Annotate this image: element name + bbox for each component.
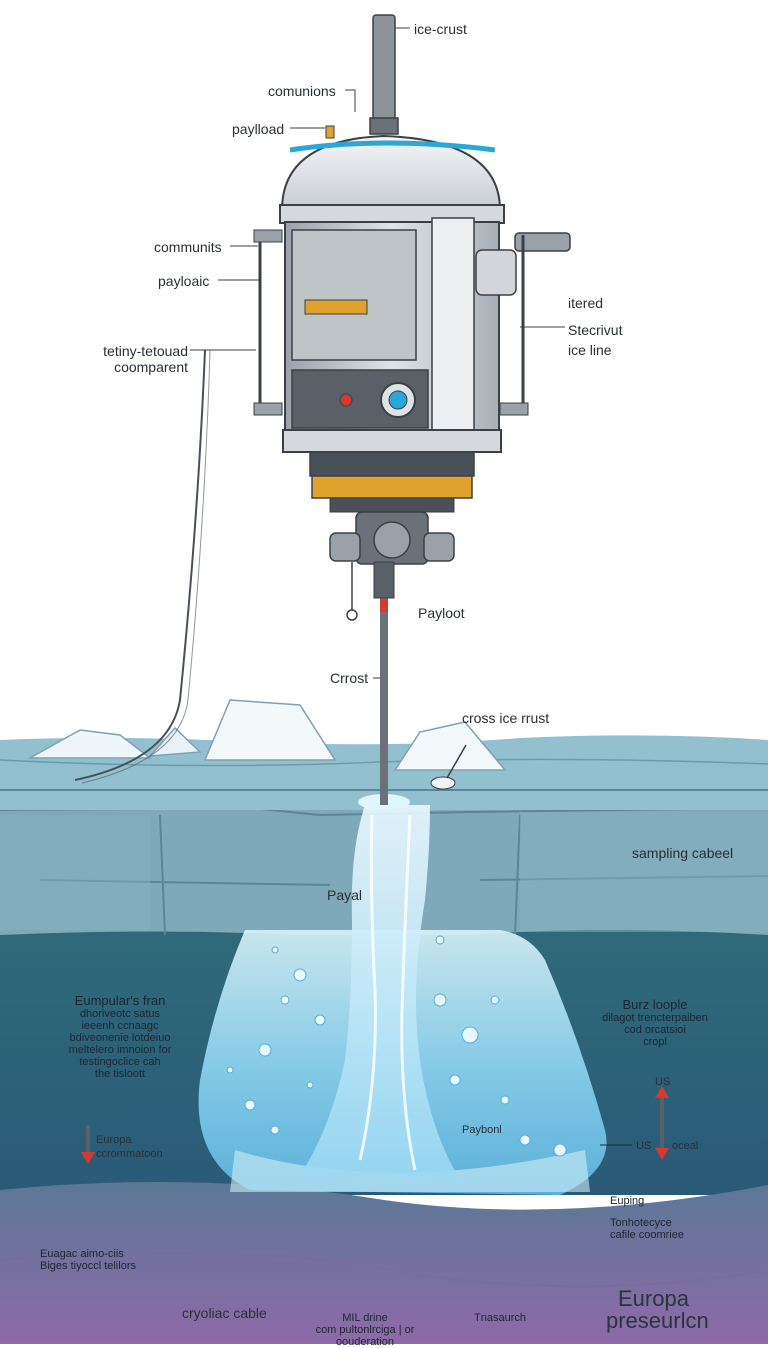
drill-rod — [380, 595, 388, 805]
left-block-line: bdiveonenie lotdeiuo — [69, 1032, 171, 1044]
probe-dome — [280, 134, 502, 211]
tether-cable — [74, 349, 206, 781]
label-itered: itered — [568, 295, 604, 311]
label-communits: communits — [154, 239, 222, 255]
left-description-block: Eumpular's fran dhoriveotc satus ieeenh … — [30, 993, 210, 1080]
bubbles — [226, 935, 567, 1157]
water-jet — [300, 805, 460, 1180]
bottom-right-note: Tnasaurch — [460, 1312, 540, 1324]
bottom-right-line: Tnasaurch — [474, 1312, 526, 1324]
label-ice-crust-top: ice-crust — [414, 21, 467, 37]
right-block-line: dilagot trencterpaiben — [602, 1012, 708, 1024]
left-block-line: dhoriveotc satus — [79, 1008, 161, 1020]
bottom-center-line: MIL drine — [342, 1312, 388, 1324]
label-payloot: Payloot — [418, 605, 465, 621]
label-ocean: oceal — [672, 1140, 699, 1152]
ice-chunk — [148, 726, 202, 757]
probe-mast — [372, 14, 396, 121]
label-ice-line: ice line — [568, 342, 612, 358]
right-block-line: cod orcatsioi — [624, 1024, 686, 1036]
label-tether-line-1: tetiny-tetouad — [103, 343, 188, 359]
label-europa-marker: Europa — [96, 1134, 132, 1146]
left-lower-notes: Euagac aimo-ciis Biges tiyoccl telilors — [40, 1248, 200, 1272]
label-us-top: US — [655, 1076, 671, 1088]
label-cross-ice-crust: cross ice rrust — [462, 710, 550, 726]
left-lower-line: Euagac aimo-ciis — [40, 1248, 124, 1260]
label-crrost: Crrost — [330, 670, 369, 686]
ice-chunk — [393, 721, 507, 771]
depth-marker-right — [600, 1086, 669, 1160]
bottom-center-notes: MIL drine com pultonlrciga | or oouderat… — [290, 1312, 440, 1348]
right-lower-line: cafile coomriee — [610, 1229, 684, 1241]
left-block-line: testingoclice cah — [79, 1056, 161, 1068]
label-payal: Payal — [327, 887, 363, 903]
ice-chunk — [203, 699, 337, 761]
right-block-head: Burz loople — [622, 997, 688, 1012]
footer-preseurlcn: preseurlcn — [606, 1308, 709, 1333]
right-lower-line: Euping — [610, 1195, 645, 1207]
left-lower-line: Biges tiyoccl telilors — [40, 1260, 136, 1272]
left-block-head: Eumpular's fran — [74, 993, 166, 1008]
label-payboul: Paybonl — [462, 1124, 502, 1136]
left-block-line: ieeenh ccnaagc — [81, 1020, 159, 1032]
seabed — [0, 1182, 768, 1344]
ice-sampler — [430, 776, 456, 790]
label-payload-top: paylload — [232, 121, 285, 137]
label-stecrivut: Stecrivut — [568, 322, 623, 338]
footer-europa: Europa — [618, 1286, 689, 1311]
bottom-center-line: com pultonlrciga | or oouderation — [315, 1324, 415, 1348]
label-cryoliac-cable: cryoliac cable — [182, 1305, 267, 1321]
label-payloaic: payloaic — [158, 273, 210, 289]
right-lower-line: Tonhotecyce — [610, 1217, 672, 1229]
label-us-ocean: US — [636, 1140, 652, 1152]
label-sampling-cable: sampling cabeel — [632, 845, 734, 861]
label-comunions: comunions — [268, 83, 336, 99]
label-tether-component: tetiny-tetouad coomparent — [82, 343, 188, 375]
label-europa-marker-sub: ccrommatoon — [96, 1148, 163, 1160]
right-block-line: cropl — [643, 1036, 667, 1048]
depth-marker-left — [81, 1125, 95, 1164]
label-tether-line-2: coomparent — [114, 359, 188, 375]
right-description-block: Burz loople dilagot trencterpaiben cod o… — [580, 997, 730, 1048]
left-block-line: the tisloott — [94, 1068, 146, 1080]
ice-chunk — [27, 729, 153, 759]
right-lower-notes: Euping Tonhotecyce cafile coomriee — [610, 1195, 730, 1241]
left-block-line: meltelero imnoion for — [68, 1044, 172, 1056]
